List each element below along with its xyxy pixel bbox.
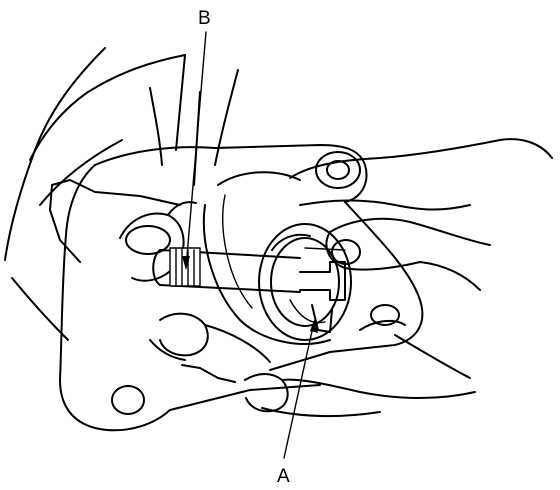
housing [59,144,424,432]
callout-a-arrowhead [310,318,318,333]
callout-b-label: B [198,8,211,29]
gear-assembly [152,223,352,341]
right-hand [244,138,553,418]
callout-a-label: A [277,466,290,487]
callout-b-leader [185,31,207,269]
callout-a: A [277,318,318,487]
left-hand [4,47,239,341]
callout-b: B [182,8,211,270]
callout-b-arrowhead [182,256,190,270]
callout-a-leader [283,321,315,459]
left-hand-lower-fingers [149,312,271,383]
